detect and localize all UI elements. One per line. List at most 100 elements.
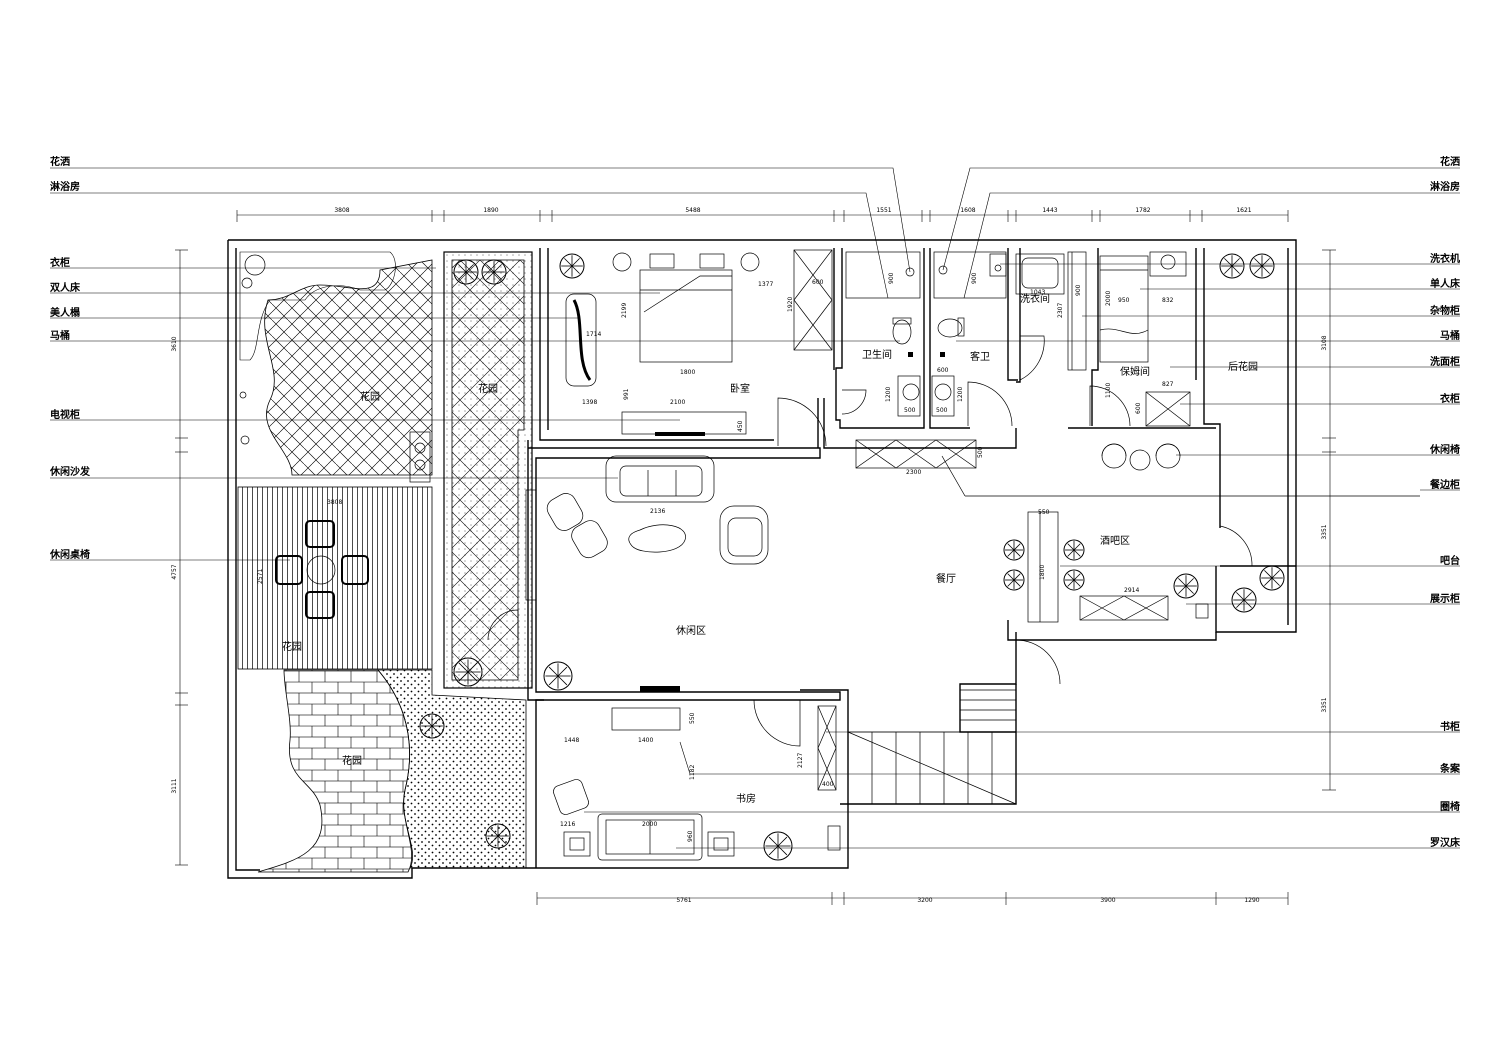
dim-sofa-2136: 2136 (650, 508, 665, 515)
dim-study-960: 960 (687, 830, 694, 842)
callout-right-daybed: 罗汉床 (1430, 836, 1461, 849)
dim-top-3: 5488 (685, 207, 700, 214)
callout-right-toilet: 马桶 (1440, 329, 1460, 342)
room-bar: 酒吧区 (1100, 535, 1130, 547)
dim-bottom-4: 1290 (1244, 897, 1259, 904)
dim-laundry-2307: 2307 (1057, 303, 1064, 318)
dim-study-1400: 1400 (638, 737, 653, 744)
plant-icon (453, 259, 479, 285)
callout-left-wardrobe: 衣柜 (50, 256, 70, 269)
callout-left-toilet: 马桶 (50, 329, 70, 342)
dimension-ticks (175, 210, 1336, 905)
dim-top-6: 1443 (1042, 207, 1057, 214)
callout-right-storage: 杂物柜 (1430, 304, 1460, 317)
plant-icon (419, 713, 445, 739)
nanny-room (1099, 251, 1191, 427)
garden-deck (237, 486, 433, 670)
dim-nanny-2000: 2000 (1105, 291, 1112, 306)
laundry-room (989, 251, 1087, 371)
dim-laundry-900: 900 (1075, 284, 1082, 296)
outdoor-table-set (275, 431, 431, 619)
dim-top-4: 1551 (876, 207, 891, 214)
plant-icon (485, 823, 511, 849)
dim-table-2571: 2571 (257, 569, 264, 584)
callout-right-shower-room: 淋浴房 (1430, 180, 1460, 193)
dim-study-550: 550 (689, 712, 696, 724)
bar-area (1027, 443, 1209, 623)
plant-icon (1219, 253, 1245, 279)
dim-1714: 1714 (586, 331, 601, 338)
dim-991: 991 (623, 388, 630, 400)
dim-nanny-950: 950 (1118, 297, 1130, 304)
dim-bed-h: 2199 (621, 303, 628, 318)
dim-study-1216: 1216 (560, 821, 575, 828)
dim-left-3: 3111 (171, 778, 178, 793)
dim-1398: 1398 (582, 399, 597, 406)
plant-icon (1003, 539, 1025, 561)
dim-bath-900a: 900 (888, 272, 895, 284)
dim-study-1448: 1448 (564, 737, 579, 744)
room-garden-deck: 花园 (282, 640, 302, 653)
dim-600a: 600 (812, 279, 824, 286)
dim-study-400: 400 (822, 781, 834, 788)
callout-right-shower-head: 花洒 (1440, 155, 1460, 168)
callout-right-armchair: 圈椅 (1440, 800, 1460, 813)
bathroom (845, 251, 921, 417)
dim-tv-w: 2100 (670, 399, 685, 406)
room-bathroom: 卫生间 (862, 348, 892, 361)
dim-bottom-3: 3900 (1100, 897, 1115, 904)
room-bedroom: 卧室 (730, 382, 750, 395)
plant-icon (1003, 569, 1025, 591)
callout-right-vanity: 洗面柜 (1430, 355, 1460, 368)
dim-450: 450 (737, 420, 744, 432)
dim-study-2127: 2127 (797, 753, 804, 768)
interior-walls (527, 248, 1221, 868)
dim-bath-500b: 500 (936, 407, 948, 414)
dim-right-3: 3351 (1321, 697, 1328, 712)
dim-bar-550: 550 (1038, 509, 1050, 516)
plant-icon (1249, 253, 1275, 279)
plants (419, 253, 1285, 861)
doors (487, 335, 1253, 747)
dim-bath-1200b: 1200 (957, 387, 964, 402)
dim-right-2: 3351 (1321, 524, 1328, 539)
callout-leaders (50, 167, 1460, 849)
study-room (553, 705, 841, 861)
leisure-area (525, 455, 769, 692)
dim-left-2: 4757 (171, 564, 178, 579)
callout-left-tv-cabinet: 电视柜 (50, 408, 80, 421)
plant-icon (559, 253, 585, 279)
dim-left-1: 3610 (171, 336, 178, 351)
plant-icon (1063, 569, 1085, 591)
callout-left-chaise: 美人榻 (50, 306, 80, 319)
dim-study-2000: 2000 (642, 821, 657, 828)
room-nanny: 保姆间 (1120, 365, 1150, 378)
room-garden-strip: 花园 (478, 382, 498, 395)
dimension-lines (179, 214, 1331, 899)
dim-show-2914: 2914 (1124, 587, 1139, 594)
dim-nanny-832: 832 (1162, 297, 1174, 304)
dim-top-1: 3808 (334, 207, 349, 214)
dim-side-500: 500 (977, 446, 984, 458)
room-study: 书房 (736, 792, 756, 805)
dim-side-2300: 2300 (906, 469, 921, 476)
garden-strip (443, 251, 533, 689)
inner-dimensions: 1800 2199 1377 1920 600 1714 1398 2100 9… (257, 272, 1174, 842)
garden-top-left (239, 251, 433, 476)
plant-icon (1231, 587, 1257, 613)
right-callout-labels: 花洒 淋浴房 洗衣机 单人床 杂物柜 马桶 洗面柜 衣柜 休闲椅 餐边柜 吧台 … (1429, 155, 1461, 849)
callout-left-shower-head: 花洒 (50, 155, 70, 168)
callout-left-double-bed: 双人床 (50, 281, 81, 294)
dim-bath-600: 600 (937, 367, 949, 374)
room-back-garden: 后花园 (1228, 360, 1258, 373)
callout-right-console: 条案 (1439, 762, 1461, 775)
staircase (847, 689, 1017, 805)
room-garden-top: 花园 (360, 390, 380, 403)
dim-1377: 1377 (758, 281, 773, 288)
dim-study-1182: 1182 (689, 765, 696, 780)
dim-bottom-1: 5761 (676, 897, 691, 904)
dim-nanny-600: 600 (1135, 402, 1142, 414)
callout-right-washer: 洗衣机 (1430, 252, 1460, 265)
bedroom (565, 249, 833, 436)
dim-laundry-1043: 1043 (1030, 289, 1045, 296)
